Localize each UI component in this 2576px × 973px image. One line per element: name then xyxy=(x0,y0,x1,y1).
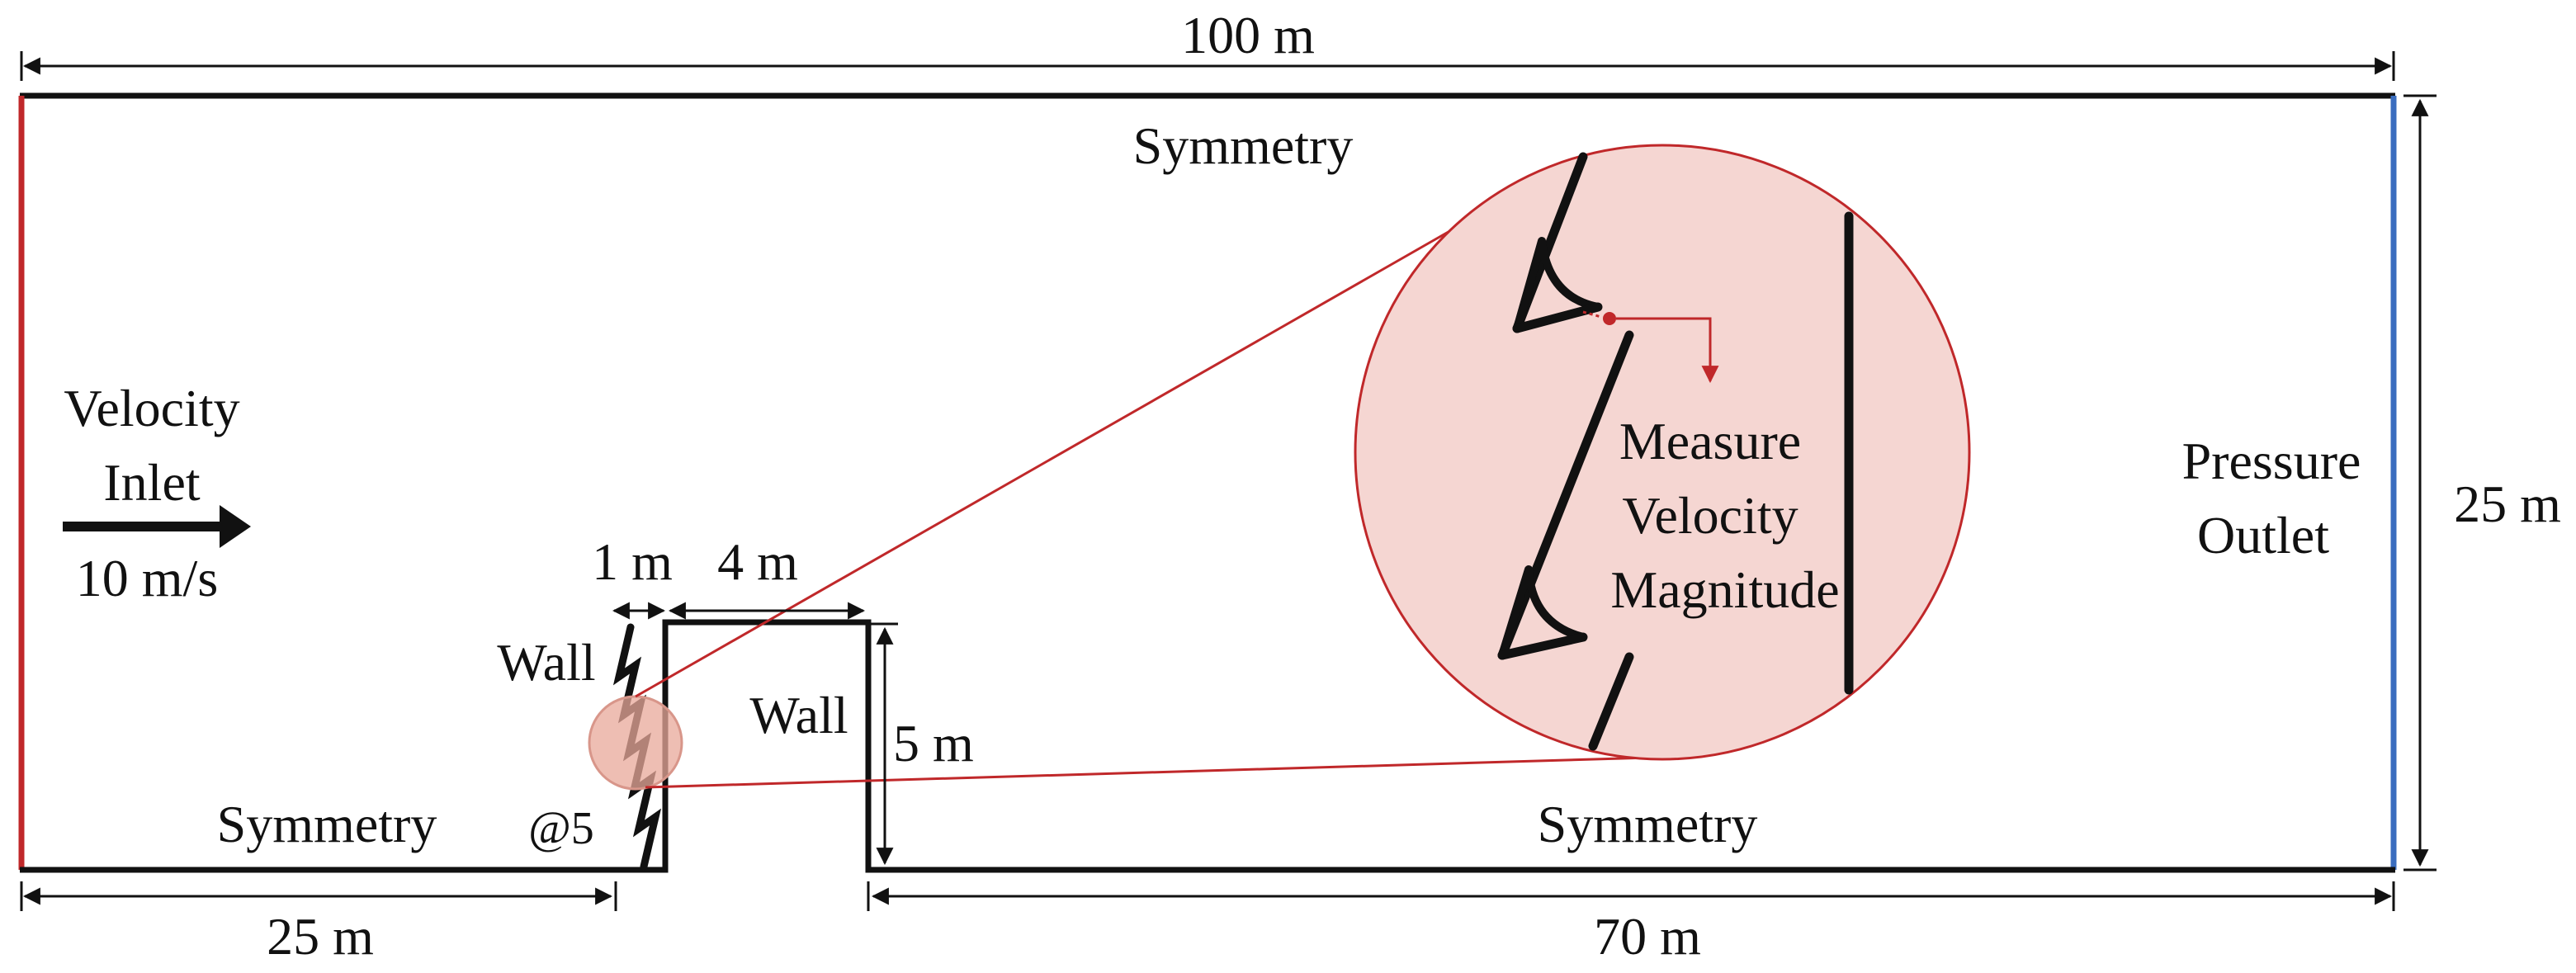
measure-label-2: Velocity xyxy=(1622,486,1798,545)
label-symmetry-top: Symmetry xyxy=(1133,116,1354,175)
zoom-blade-middle xyxy=(1497,330,1634,660)
measure-label-3: Magnitude xyxy=(1610,560,1839,619)
label-block-height: 5 m xyxy=(893,714,974,772)
measure-point xyxy=(1603,312,1616,325)
zoom-source-circle xyxy=(588,695,683,791)
zoom-lip-upper xyxy=(1512,302,1603,333)
label-barrier-gap: 1 m xyxy=(592,532,673,591)
zoom-circle xyxy=(1354,144,1971,761)
label-inlet-speed: 10 m/s xyxy=(76,549,218,607)
measure-label-1: Measure xyxy=(1619,412,1801,470)
label-inlet-line2: Inlet xyxy=(103,453,201,512)
label-inlet-line1: Velocity xyxy=(64,379,239,437)
label-symmetry-bottom-left: Symmetry xyxy=(217,795,437,853)
zoom-inset: Measure Velocity Magnitude xyxy=(1354,144,1971,761)
label-outlet-line1: Pressure xyxy=(2182,432,2361,490)
inlet-flow-arrowhead xyxy=(220,505,251,548)
label-outlet-line2: Outlet xyxy=(2197,506,2329,564)
label-wall-block: Wall xyxy=(749,686,848,744)
measure-gap-line xyxy=(1582,310,1602,319)
label-spacing: @5 xyxy=(528,803,594,854)
zoom-connector-bottom xyxy=(645,756,1652,789)
measure-arrow xyxy=(1616,317,1719,384)
zoom-connector-top xyxy=(635,228,1453,698)
label-top-dimension: 100 m xyxy=(1181,6,1315,64)
label-wall-left: Wall xyxy=(497,633,595,692)
label-height-dimension: 25 m xyxy=(2454,475,2561,533)
zoom-lip-lower xyxy=(1497,632,1588,660)
label-left-dimension: 25 m xyxy=(267,907,374,966)
label-right-dimension: 70 m xyxy=(1594,907,1701,966)
label-symmetry-bottom-right: Symmetry xyxy=(1538,795,1758,853)
zoom-blade-stub xyxy=(1588,652,1634,751)
label-block-width: 4 m xyxy=(717,532,798,591)
